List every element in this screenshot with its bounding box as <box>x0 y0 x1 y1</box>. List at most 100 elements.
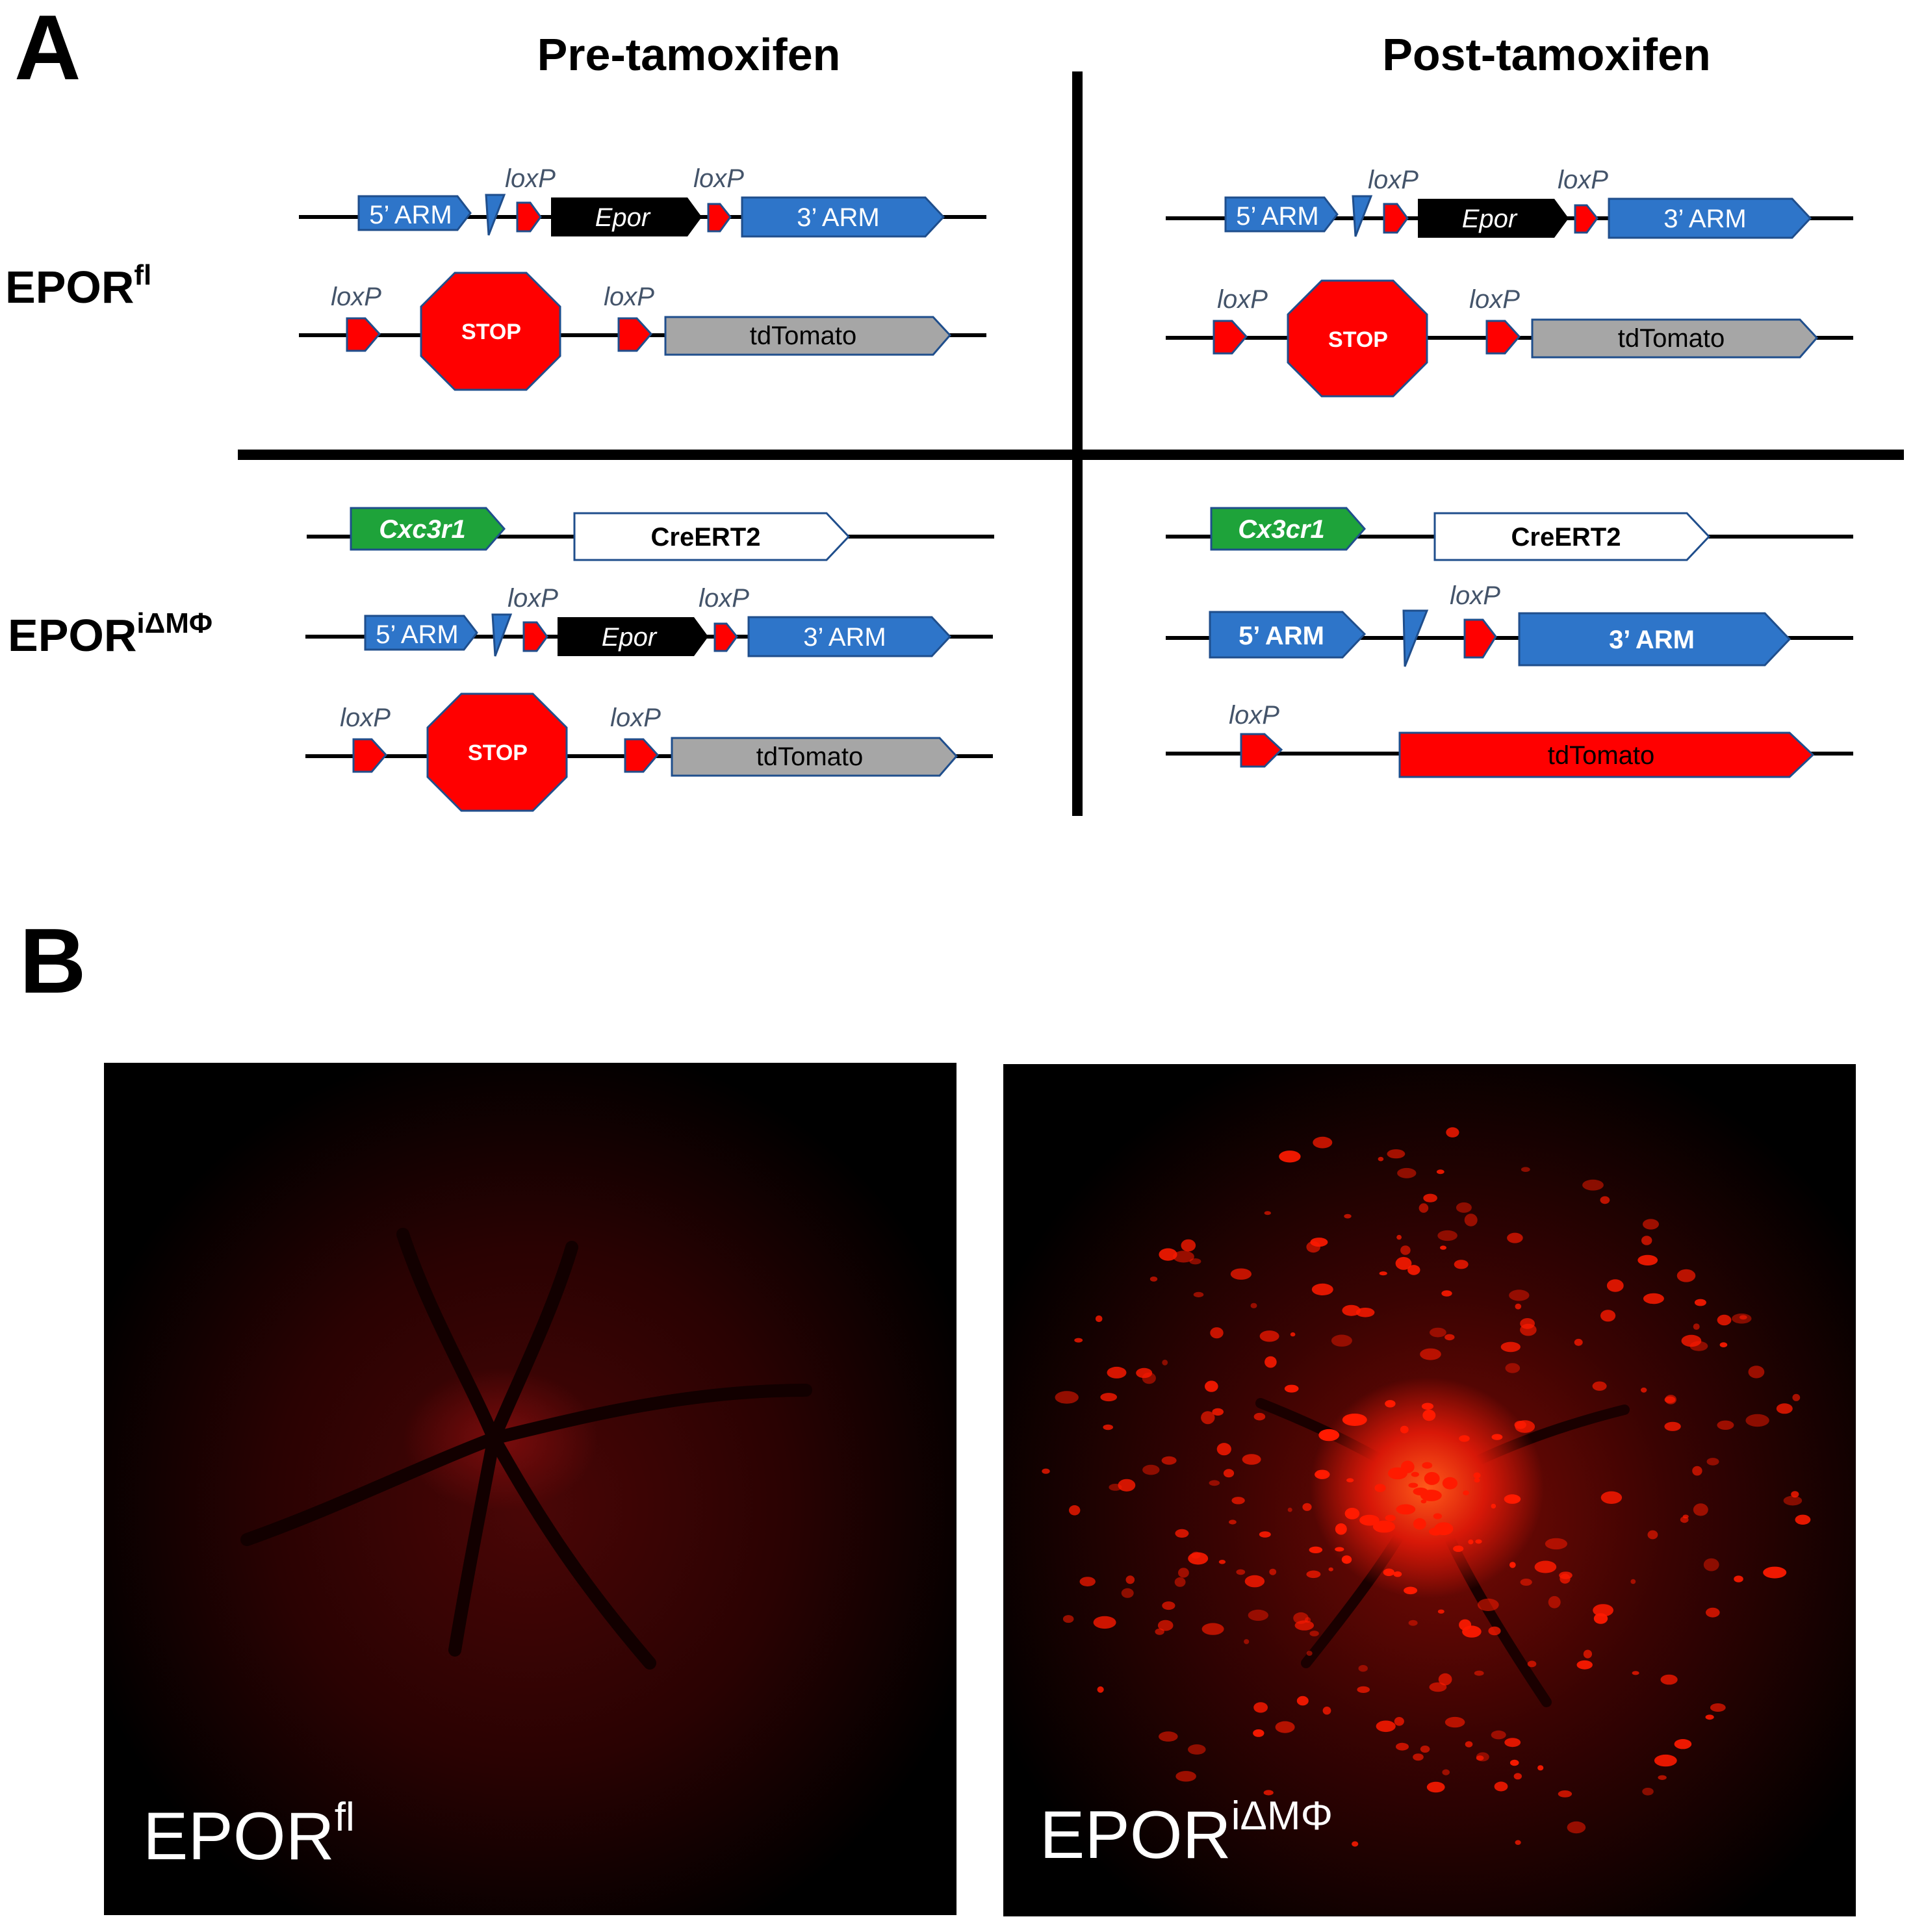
fluorescent-cell <box>1231 1497 1245 1505</box>
loxp-site <box>617 317 652 352</box>
loxp-label: loxP <box>604 283 654 311</box>
fluorescent-cell <box>1109 1484 1122 1491</box>
arm3-box <box>1608 197 1812 239</box>
arm5-box <box>364 615 478 651</box>
tdtomato-box <box>671 737 958 777</box>
fluorescent-cell <box>1520 1323 1537 1336</box>
fluorescent-cell <box>1582 1179 1604 1191</box>
epor-box <box>558 617 708 656</box>
fundus-label-right-sup: iΔMΦ <box>1231 1794 1333 1838</box>
fluorescent-cell <box>1674 1739 1692 1749</box>
fluorescent-cell <box>1173 1251 1194 1263</box>
fluorescent-cell <box>1694 1299 1706 1306</box>
construct-epor-floxed-pre: 5’ ARM loxP Epor loxP 3’ ARM <box>299 164 986 238</box>
fluorescent-cell <box>1328 1567 1333 1571</box>
fluorescent-cell <box>1558 1790 1573 1798</box>
fluorescent-cell <box>1474 1670 1484 1676</box>
fluorescent-cell <box>1476 1752 1489 1762</box>
fluorescent-cell <box>1515 1303 1522 1310</box>
fluorescent-cell <box>1341 1555 1352 1564</box>
row-label-epor-fl-sup: fl <box>134 259 151 291</box>
loxp-site <box>1240 733 1283 768</box>
fluorescent-cell <box>1287 1507 1292 1512</box>
cx3cr1-label: Cxc3r1 <box>379 515 465 544</box>
construct-cre-driver-pre: Cxc3r1 CreERT2 <box>307 507 994 561</box>
fluorescent-cell <box>1248 1609 1269 1621</box>
fluorescent-cell <box>1433 1513 1443 1519</box>
fluorescent-cell <box>1693 1323 1700 1330</box>
fluorescent-cell <box>1250 1303 1257 1308</box>
creert2-label: CreERT2 <box>1511 523 1621 552</box>
creert2-box <box>1433 512 1711 561</box>
fluorescent-cell <box>1509 1562 1516 1568</box>
fluorescent-cell <box>1560 1573 1571 1584</box>
fluorescent-cell <box>1500 1341 1521 1353</box>
loxp-label: loxP <box>505 164 556 193</box>
tdtomato-box <box>1398 731 1815 778</box>
fluorescent-cell <box>1521 1167 1530 1172</box>
fluorescent-cell <box>1229 1519 1237 1525</box>
tdtomato-label: tdTomato <box>750 322 857 350</box>
fluorescent-cell <box>1396 1504 1416 1515</box>
fluorescent-cell <box>1642 1787 1654 1796</box>
fluorescent-cell <box>1442 1477 1457 1490</box>
fluorescent-cell <box>1331 1334 1352 1347</box>
fluorescent-cell <box>1474 1478 1480 1483</box>
arm5-label: 5’ ARM <box>376 620 458 649</box>
epor-label: Epor <box>595 203 651 232</box>
fluorescent-cell <box>1693 1503 1708 1516</box>
fluorescent-cell <box>1093 1616 1116 1629</box>
loxp-site <box>1213 320 1248 355</box>
fluorescent-cell <box>1440 1245 1446 1250</box>
fluorescent-cell <box>1574 1338 1583 1346</box>
fluorescent-cell <box>1795 1514 1811 1525</box>
fluorescent-cell <box>1385 1400 1396 1408</box>
fluorescent-cell <box>1436 1169 1444 1175</box>
fluorescent-cell <box>1426 1781 1445 1793</box>
fluorescent-cell <box>1710 1703 1726 1712</box>
loxp-label: loxP <box>1558 166 1608 194</box>
fluorescent-cell <box>1444 1334 1455 1341</box>
fluorescent-cell <box>1079 1577 1096 1587</box>
fluorescent-cell <box>1074 1338 1083 1343</box>
frt-flag <box>491 613 513 657</box>
fluorescent-cells <box>1042 1127 1811 1847</box>
fluorescent-cell <box>1358 1665 1368 1672</box>
fluorescent-cell <box>1313 1136 1333 1149</box>
fundus-label-right: EPORiΔMΦ <box>1040 1794 1333 1873</box>
fluorescent-cell <box>1346 1478 1354 1482</box>
fluorescent-cell <box>1379 1271 1387 1276</box>
fluorescent-cell <box>1643 1219 1659 1230</box>
epor-box <box>551 197 702 236</box>
fluorescent-cell <box>1654 1754 1677 1767</box>
fluorescent-cell <box>1513 1773 1522 1780</box>
fluorescent-cell <box>1095 1315 1103 1323</box>
construct-reporter-active-post: loxP tdTomato <box>1166 701 1853 778</box>
fluorescent-cell <box>1253 1702 1268 1713</box>
loxp-label: loxP <box>331 283 381 311</box>
optic-disc-glow <box>1310 1377 1544 1598</box>
fluorescent-cell <box>1397 1167 1417 1178</box>
fluorescent-cell <box>1583 1649 1592 1659</box>
construct-reporter-pre: loxP STOP loxP tdTomato <box>299 272 986 391</box>
arm5-box <box>357 195 472 231</box>
fluorescent-cell <box>1309 1546 1323 1553</box>
fundus-label-left: EPORfl <box>143 1795 355 1874</box>
fluorescent-cell <box>1344 1508 1360 1519</box>
stop-octagon <box>420 272 561 391</box>
arm3-box <box>1518 612 1791 667</box>
fluorescent-cell <box>1429 1682 1447 1692</box>
fluorescent-cell <box>1209 1480 1220 1486</box>
fluorescent-cell <box>1689 1341 1708 1351</box>
fluorescent-cell <box>1423 1193 1437 1202</box>
fluorescent-cell <box>1664 1421 1681 1431</box>
fluorescent-cell <box>1159 1731 1178 1742</box>
fluorescent-cell <box>1408 1482 1419 1488</box>
fluorescent-cell <box>1335 1547 1344 1552</box>
fluorescent-cell <box>1394 1717 1404 1726</box>
fluorescent-cell <box>1275 1721 1295 1733</box>
loxp-site <box>1463 618 1497 659</box>
fluorescent-cell <box>1396 1742 1409 1751</box>
fluorescent-cell <box>1537 1765 1544 1771</box>
fluorescent-cell <box>1504 1738 1521 1748</box>
